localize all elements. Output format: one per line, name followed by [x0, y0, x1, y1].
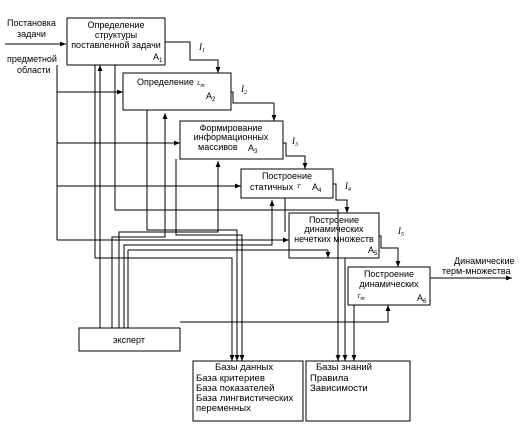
output-i3-label: I3: [291, 136, 298, 148]
block-a4-line-2: статичных: [250, 182, 294, 192]
output-i5-label: I5: [397, 226, 404, 238]
block-a6-extra: Tm: [357, 294, 365, 302]
arrow-a5-to-a6: [379, 235, 401, 267]
block-a2-extra: Lm: [196, 81, 205, 89]
database-mechanism-lines: [94, 65, 286, 361]
databases-item: База критериев: [196, 373, 265, 384]
arrow-a2-to-a3: [231, 91, 277, 121]
block-a3-code: A3: [248, 143, 258, 155]
block-a3-line-2: информационных: [194, 132, 269, 142]
block-a1-line-1: Определение: [88, 20, 145, 30]
knowledge-item: Зависимости: [310, 383, 368, 394]
block-a6-code: A6: [417, 293, 427, 305]
arrow-a1-to-a2: [165, 41, 221, 73]
final-output-line-1: Динамические: [454, 256, 514, 266]
arrow-a4-to-a5: [333, 183, 350, 213]
output-i2-label: I2: [240, 84, 247, 96]
knowledge-title: Базы знаний: [316, 362, 372, 373]
knowledge-item: Правила: [310, 373, 349, 384]
block-a3-line-3: массивов: [198, 142, 238, 152]
block-a3: Формирование информационных массивов A3: [179, 120, 284, 160]
block-a4-extra: T: [297, 184, 301, 190]
block-a2: Определение Lm A2: [122, 72, 232, 111]
databases-box: Базы данных База критериев База показате…: [192, 360, 304, 422]
block-a5-line-3: нечетких множеств: [294, 234, 374, 244]
input-feed-lines: [56, 65, 289, 243]
block-a4: Построение статичных T A4: [240, 168, 334, 199]
block-a1-code: A1: [153, 52, 163, 64]
input-label-task-1: Постановка: [7, 18, 56, 28]
final-output-line-2: терм-множества: [442, 266, 511, 276]
knowledge-mechanism-lines: [114, 65, 357, 361]
input-label-task-2: задачи: [17, 29, 46, 39]
block-a6: Построение динамических Tm A6: [347, 266, 431, 306]
input-label-area-1: предметной: [7, 54, 57, 64]
block-a1-line-3: поставленной задачи: [71, 40, 161, 50]
databases-item: База лингвистических: [196, 393, 293, 404]
databases-item: переменных: [196, 403, 251, 414]
knowledge-box: Базы знаний Правила Зависимости: [305, 360, 411, 422]
block-a6-line-1: Построение: [364, 269, 414, 279]
block-a5-line-1: Построение: [309, 215, 359, 225]
expert-label: эксперт: [113, 335, 145, 345]
block-a6-line-2: динамических: [359, 279, 419, 289]
block-a3-line-1: Формирование: [200, 123, 263, 133]
databases-title: Базы данных: [215, 362, 273, 373]
block-a2-line-1: Определение: [137, 77, 194, 87]
expert-control-lines: [97, 65, 391, 328]
block-a1-line-2: структуры: [95, 30, 137, 40]
expert-box: эксперт: [78, 327, 181, 352]
block-a4-code: A4: [312, 182, 322, 194]
arrow-a3-to-a4: [283, 142, 308, 169]
output-i4-label: I4: [344, 181, 351, 193]
block-a1: Определение структуры поставленной задач…: [66, 17, 166, 66]
output-i1-label: I1: [198, 42, 205, 54]
block-a5-code: A5: [368, 245, 378, 257]
block-a2-code: A2: [206, 91, 216, 103]
input-label-area-2: области: [17, 65, 51, 75]
databases-item: База показателей: [196, 383, 274, 394]
block-a4-line-1: Построение: [262, 171, 312, 181]
block-a5: Построение динамических нечетких множест…: [288, 212, 380, 259]
block-a5-line-2: динамических: [304, 224, 364, 234]
